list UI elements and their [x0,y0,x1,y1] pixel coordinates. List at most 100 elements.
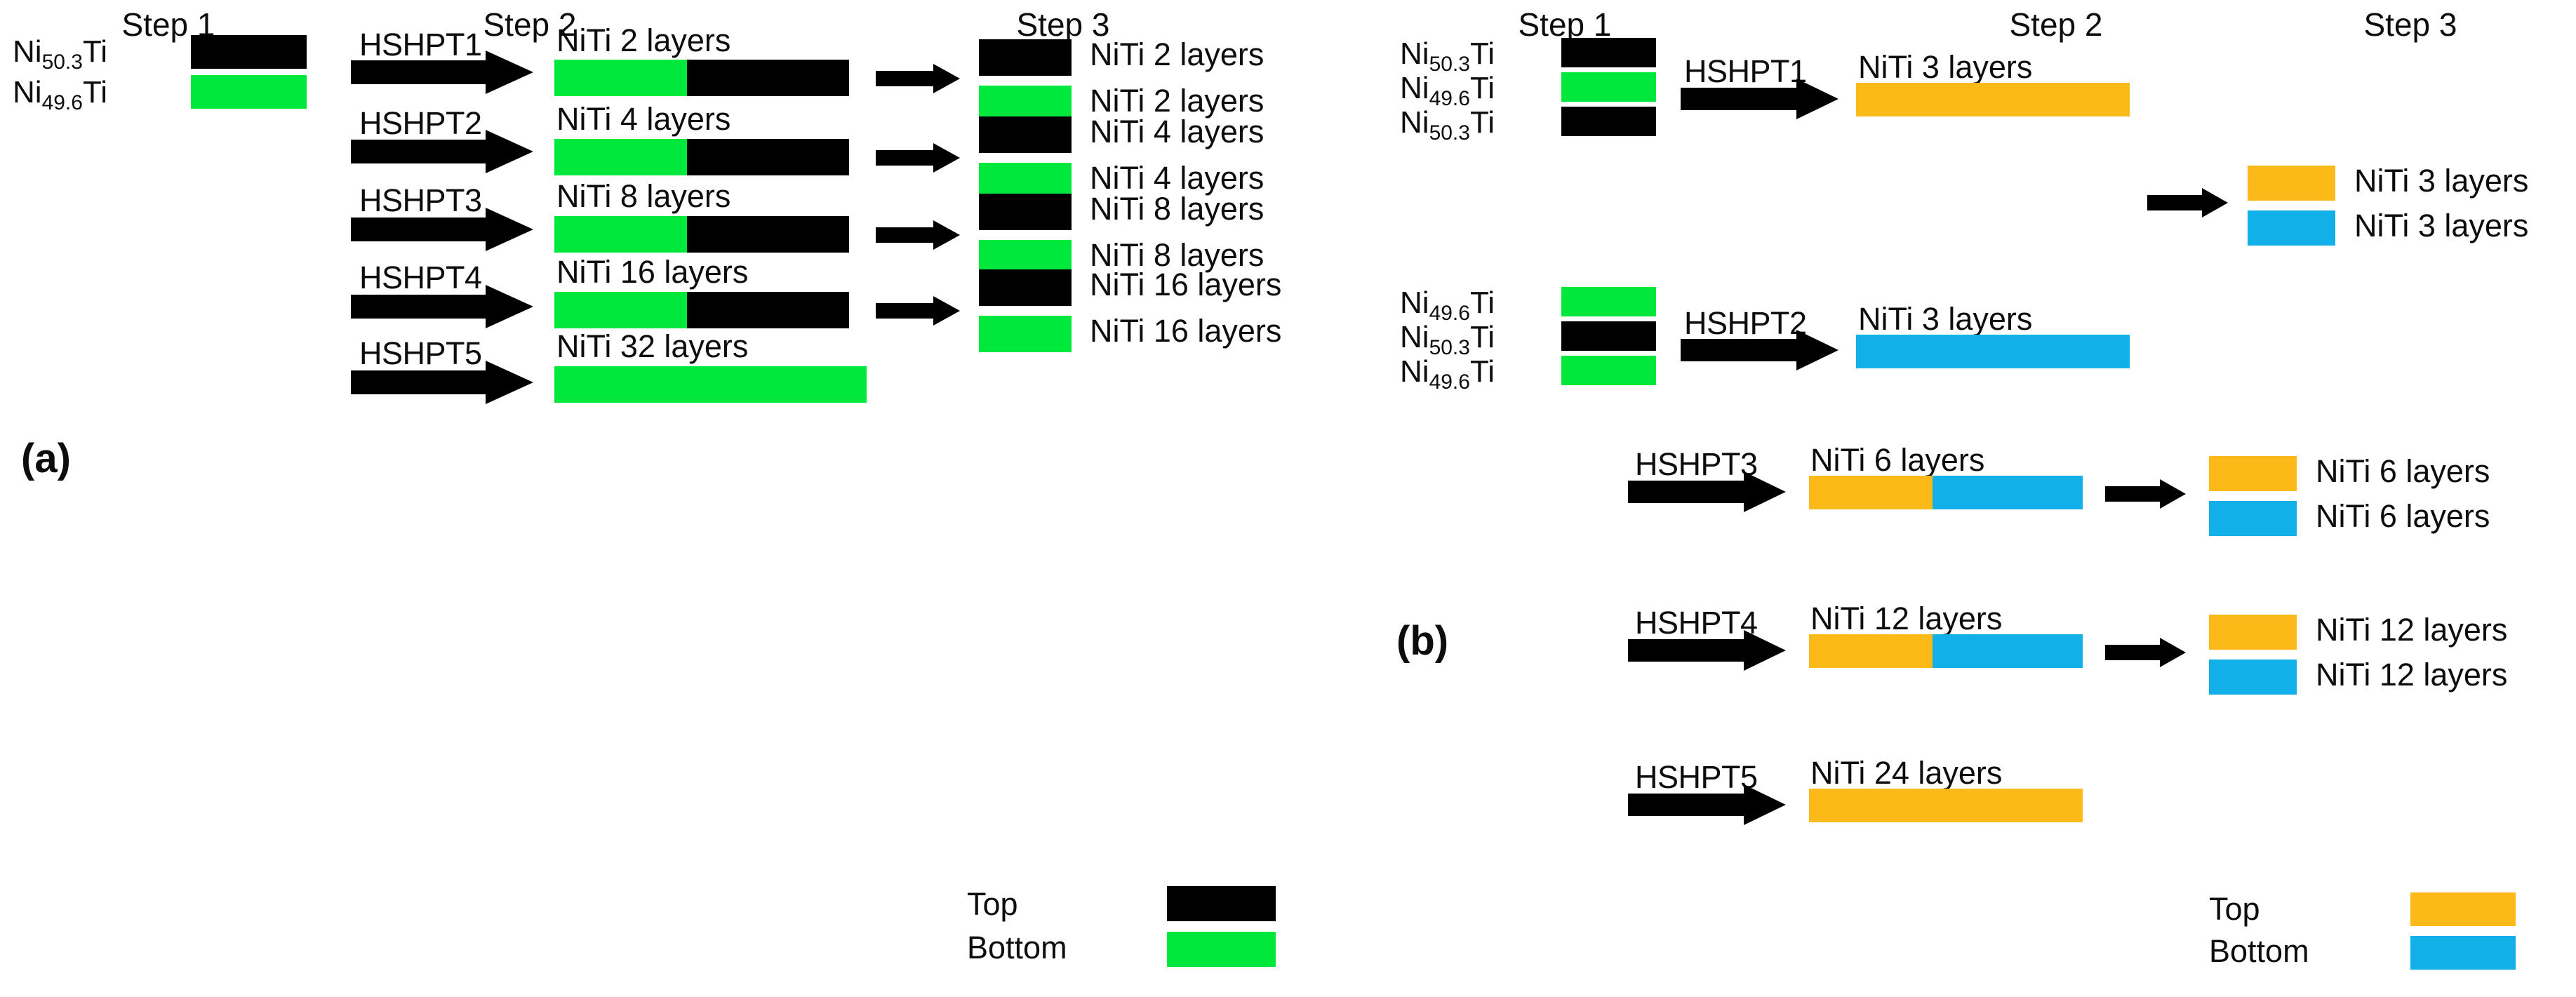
panel-a-row-3-out-label-0: NiTi 16 layers [1090,267,1282,302]
panel-a-input-0-suffix: Ti [82,34,107,69]
panel-a-row-1-arrow-icon [351,130,533,173]
panel-b-g1-i0-prefix: Ni [1400,286,1429,320]
panel-b-g0-i1-suffix: Ti [1469,71,1495,105]
panel-b-row-2-seg-1 [1932,476,2083,509]
panel-a-row-2-seg-0 [554,216,687,253]
panel-b-g1-i0-suffix: Ti [1469,286,1495,320]
panel-b-row-2-out-label-1: NiTi 6 layers [2316,498,2490,534]
panel-a-row-0-out-swatch-1 [979,86,1072,122]
panel-b-step3-header: Step 3 [2363,6,2457,43]
panel-a-row-0-step2-title: NiTi 2 layers [556,22,731,58]
panel-a-row-3-split-arrow-icon [876,296,960,326]
panel-a-input-1-suffix: Ti [82,75,107,109]
panel-a-row-3-seg-0 [554,292,687,328]
panel-b-merged-split-arrow-icon [2147,188,2228,218]
panel-b-row-3-step2-bar [1809,634,2083,668]
panel-a-legend-top-label: Top [967,886,1018,922]
panel-b-g1-i1-sub: 50.3 [1429,336,1470,359]
panel-b-legend-bottom-label: Bottom [2209,933,2309,969]
panel-a-row-2-out-label-0: NiTi 8 layers [1090,191,1264,227]
panel-a-row-3-step2-bar [554,292,849,328]
panel-a-row-0-out-swatch-0 [979,39,1072,76]
panel-a-row-3-seg-1 [687,292,849,328]
panel-b-merged-out-swatch-1 [2248,210,2335,246]
panel-a-row-2-step2-title: NiTi 8 layers [556,178,731,214]
panel-a-row-4-step2-title: NiTi 32 layers [556,328,749,364]
panel-a-input-1-prefix: Ni [13,75,42,109]
panel-b-legend-top-label: Top [2209,891,2260,927]
panel-b-row-3-step2-title: NiTi 12 layers [1810,601,2003,636]
panel-b-legend-top-swatch [2410,892,2516,926]
panel-a-row-1-seg-1 [687,139,849,175]
panel-b-group-1-input-label-0: Ni49.6Ti [1400,286,1495,324]
panel-b-row-3-arrow-icon [1628,630,1786,671]
panel-b-row-3-process-label: HSHPT4 [1635,605,1758,641]
panel-b-row-2-split-arrow-icon [2105,479,2186,509]
panel-b-group-0-swatch-0 [1561,38,1656,67]
panel-a-row-1-process-label: HSHPT2 [359,105,482,141]
panel-b-group-0-input-label-0: Ni50.3Ti [1400,36,1495,75]
panel-a-row-2-split-arrow-icon [876,220,960,250]
panel-a-step3-header: Step 3 [1016,6,1110,43]
panel-b-row-4-arrow-icon [1628,784,1786,825]
panel-b-group-1-input-label-2: Ni49.6Ti [1400,356,1495,393]
panel-b-row-3-out-label-1: NiTi 12 layers [2316,657,2508,692]
panel-b-row-2-out-swatch-1 [2209,501,2297,536]
panel-a-legend-top-swatch [1167,886,1276,921]
panel-b-row-0-arrow-icon [1681,79,1838,119]
panel-a-row-3-out-swatch-0 [979,269,1072,306]
panel-a-row-1-step2-title: NiTi 4 layers [556,101,731,137]
panel-a-row-2-step2-bar [554,216,849,253]
panel-b-row-0-step2-title: NiTi 3 layers [1858,49,2033,85]
panel-b-row-2-process-label: HSHPT3 [1635,446,1758,482]
panel-b-row-1-process-label: HSHPT2 [1684,305,1807,341]
panel-a-row-0-out-label-0: NiTi 2 layers [1090,36,1264,72]
panel-a-input-0-prefix: Ni [13,34,42,69]
panel-b-row-2-step2-title: NiTi 6 layers [1810,442,1985,478]
panel-b-row-3-split-arrow-icon [2105,638,2186,667]
panel-b-merged-out-swatch-0 [2248,166,2335,201]
panel-a-row-2-seg-1 [687,216,849,253]
panel-a-row-1-split-arrow-icon [876,143,960,173]
panel-a-row-3-out-swatch-1 [979,316,1072,352]
panel-b-step1-header: Step 1 [1518,6,1612,43]
panel-b-g1-i2-sub: 49.6 [1429,370,1470,394]
panel-b-merged-out-label-1: NiTi 3 layers [2354,208,2529,243]
panel-b-g0-i0-suffix: Ti [1469,36,1495,71]
panel-b-letter: (b) [1396,618,1449,664]
panel-b-legend-bottom-swatch [2410,936,2516,970]
panel-a-input-swatch-0 [191,35,307,69]
panel-b-row-1-step2-bar [1856,335,2130,368]
panel-b-group-0-input-label-2: Ni50.3Ti [1400,107,1495,144]
panel-b-row-4-step2-title: NiTi 24 layers [1810,755,2003,791]
panel-a-row-4-process-label: HSHPT5 [359,335,482,371]
panel-b-g1-i1-prefix: Ni [1400,320,1429,354]
panel-a-legend-bottom-label: Bottom [967,930,1067,965]
panel-a-row-4-arrow-icon [351,361,533,404]
panel-a-row-2-arrow-icon [351,208,533,251]
panel-b-group-0-swatch-1 [1561,72,1656,102]
panel-a-input-0-sub: 50.3 [41,51,83,74]
panel-b-g0-i0-sub: 50.3 [1429,53,1470,76]
panel-b-g0-i2-sub: 50.3 [1429,121,1470,145]
panel-b-row-0-seg-0 [1856,83,2130,116]
panel-a-input-swatch-1 [191,75,307,109]
panel-b-row-4-process-label: HSHPT5 [1635,759,1758,795]
panel-b-row-4-step2-bar [1809,789,2083,822]
panel-a-row-3-step2-title: NiTi 16 layers [556,254,749,290]
panel-b-row-3-seg-1 [1932,634,2083,668]
panel-b-merged-out-label-0: NiTi 3 layers [2354,163,2529,199]
panel-a-row-1-out-swatch-0 [979,116,1072,153]
panel-b-row-2-step2-bar [1809,476,2083,509]
panel-b-row-2-out-label-0: NiTi 6 layers [2316,453,2490,489]
panel-a-row-0-process-label: HSHPT1 [359,27,482,62]
panel-b-group-1-swatch-1 [1561,321,1656,351]
panel-b-g0-i1-sub: 49.6 [1429,87,1470,110]
panel-b-g0-i0-prefix: Ni [1400,36,1429,71]
panel-b-row-3-out-swatch-0 [2209,615,2297,650]
panel-a-input-label-1: Ni49.6Ti [13,75,107,114]
panel-b-row-3-out-swatch-1 [2209,660,2297,695]
panel-a-row-0-arrow-icon [351,51,533,94]
panel-a-row-1-out-label-0: NiTi 4 layers [1090,114,1264,149]
